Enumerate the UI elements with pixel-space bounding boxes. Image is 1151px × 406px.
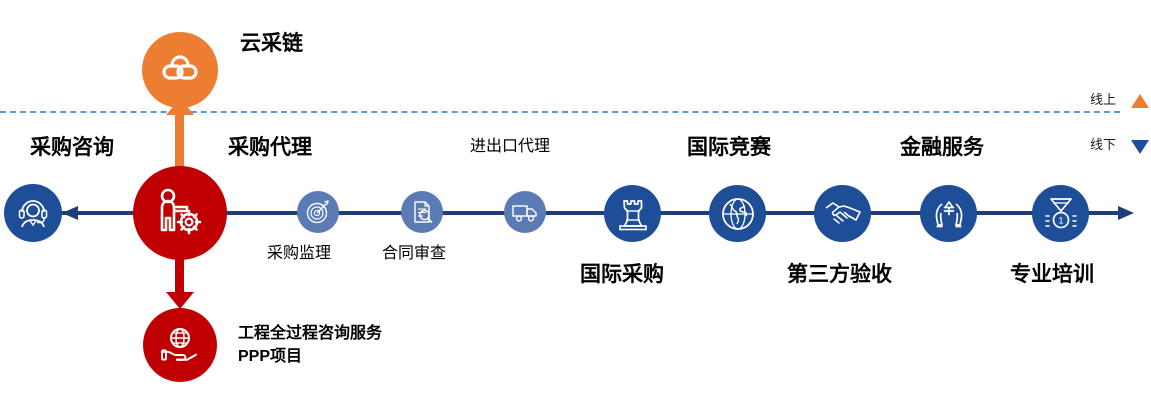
legend-label-offline: 线下 <box>1090 137 1117 152</box>
node-procurement-agency-hub[interactable] <box>133 166 227 260</box>
online-offline-divider <box>0 111 1120 113</box>
label-financial-service: 金融服务 <box>900 136 984 159</box>
axis-left-arrowhead <box>62 206 78 220</box>
orange-connector-shaft <box>175 112 184 190</box>
triangle-up-icon <box>1131 94 1149 108</box>
handshake-icon <box>825 201 861 224</box>
document-search-icon <box>414 201 433 223</box>
cloud-chain-icon <box>162 55 198 80</box>
node-procurement-supervision[interactable] <box>297 191 339 233</box>
label-international-procurement: 国际采购 <box>580 263 664 286</box>
triangle-down-icon <box>1131 140 1149 154</box>
hands-yen-icon <box>935 200 962 227</box>
label-procurement-consulting: 采购咨询 <box>30 136 114 159</box>
headset-agent-icon <box>18 200 48 228</box>
node-international-competition[interactable] <box>709 185 766 242</box>
globe-icon <box>721 197 754 230</box>
person-gear-icon <box>160 188 202 235</box>
label-professional-training: 专业培训 <box>1010 263 1094 286</box>
label-third-party-acceptance: 第三方验收 <box>787 263 892 286</box>
node-international-procurement[interactable] <box>604 185 661 242</box>
red-arrow-down-head <box>166 292 194 309</box>
label-cloud-chain: 云采链 <box>240 32 303 55</box>
node-third-party-acceptance[interactable] <box>814 185 871 242</box>
label-procurement-supervision: 采购监理 <box>267 245 332 262</box>
label-engineering-consulting-line2: PPP项目 <box>238 348 303 365</box>
node-engineering-consulting[interactable] <box>143 308 217 382</box>
node-professional-training[interactable]: 1 <box>1032 185 1089 242</box>
red-connector-shaft <box>175 245 184 295</box>
medal-icon: 1 <box>1044 197 1077 228</box>
axis-right-arrowhead <box>1118 206 1134 220</box>
node-financial-service[interactable] <box>920 185 977 242</box>
label-import-export-agency: 进出口代理 <box>470 138 551 155</box>
delivery-truck-icon <box>512 205 537 222</box>
chess-rook-icon <box>618 199 647 230</box>
legend-label-online: 线上 <box>1090 92 1117 107</box>
label-international-competition: 国际竞赛 <box>687 136 771 159</box>
node-procurement-consulting[interactable] <box>4 184 62 242</box>
label-procurement-agency: 采购代理 <box>228 136 312 159</box>
node-cloud-chain[interactable] <box>142 32 218 108</box>
main-timeline-axis <box>58 211 1128 215</box>
svg-text:1: 1 <box>1058 215 1063 225</box>
node-import-export-agency[interactable] <box>504 191 546 233</box>
node-contract-review[interactable] <box>401 191 443 233</box>
globe-in-hand-icon <box>161 328 197 361</box>
label-contract-review: 合同审查 <box>382 245 447 262</box>
label-engineering-consulting-line1: 工程全过程咨询服务 <box>238 325 383 342</box>
target-dart-icon <box>306 200 329 224</box>
